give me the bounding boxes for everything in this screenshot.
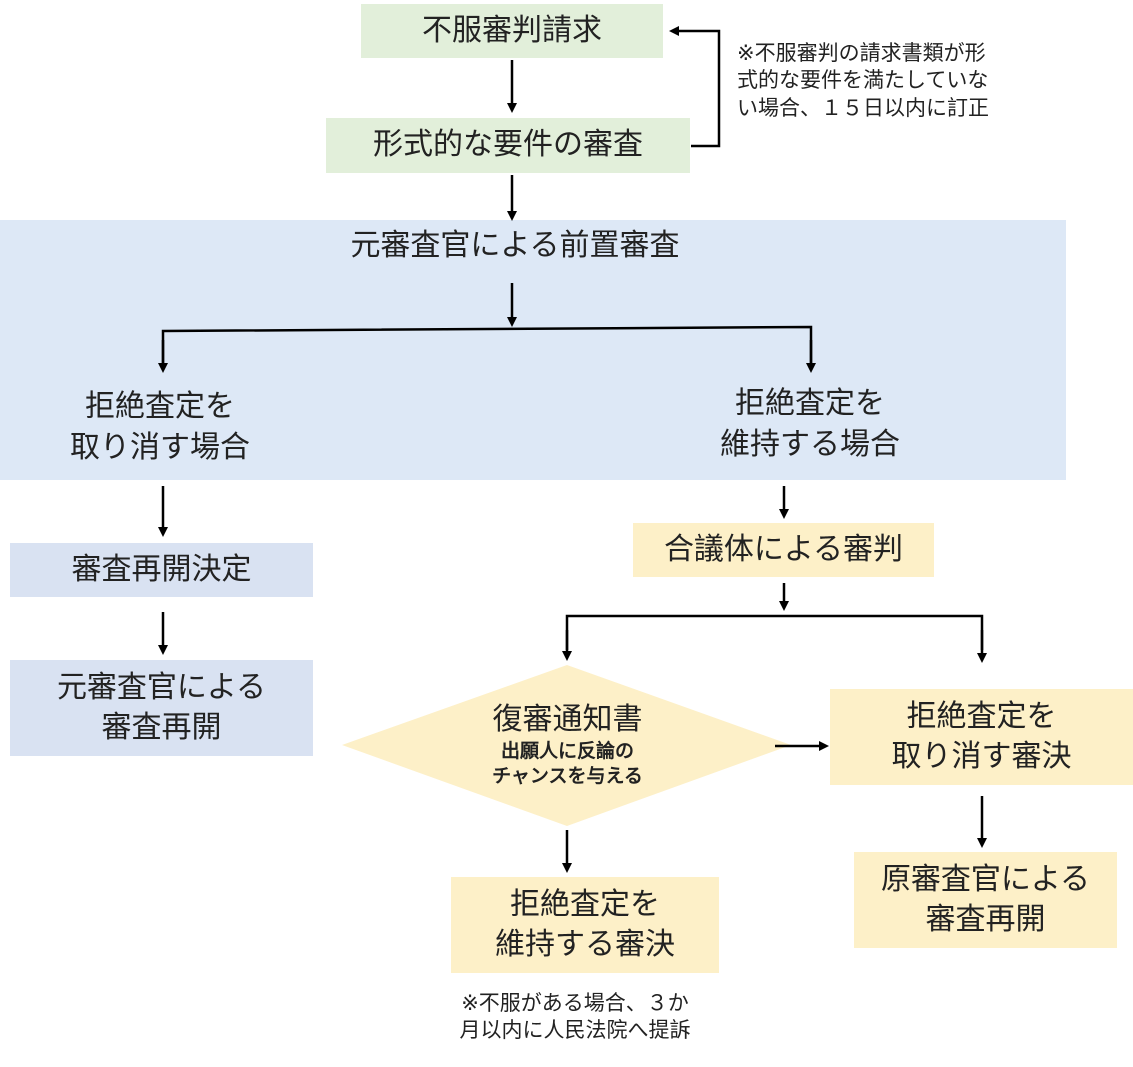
collegial-panel-label: 合議体による審判: [663, 531, 904, 567]
correction-note: ※不服審判の請求書類が形 式的な要件を満たしていな い場合、１５日以内に訂正: [737, 41, 989, 120]
arrow-correction-loop: [669, 26, 721, 148]
notice-text: 復審通知書 出願人に反論の チャンスを与える: [440, 700, 695, 788]
maintain-decision-box: 拒絶査定を 維持する審決: [451, 877, 719, 973]
notice-title: 復審通知書: [492, 702, 643, 737]
formal-review-box: 形式的な要件の審査: [326, 118, 690, 173]
arrow-panel-split-bar: [565, 614, 984, 650]
arrow-split-bar: [161, 325, 813, 368]
formal-review-label: 形式的な要件の審査: [373, 127, 643, 163]
maintain-case-label: 拒絶査定を 維持する場合: [720, 386, 900, 462]
pre-exam-title: 元審査官による前置審査: [350, 228, 680, 263]
cancel-case-label: 拒絶査定を 取り消す場合: [70, 389, 250, 465]
lawsuit-note: ※不服がある場合、３か 月以内に人民法院へ提訴: [459, 991, 691, 1043]
appeal-request-box: 不服審判請求: [361, 4, 663, 58]
resume-decision-label: 審査再開決定: [71, 551, 252, 587]
appeal-request-label: 不服審判請求: [422, 12, 602, 48]
collegial-panel-box: 合議体による審判: [633, 523, 934, 577]
original-examiner-resume-box: 元審査官による 審査再開: [10, 660, 313, 756]
original-examiner-box: 原審査官による 審査再開: [854, 852, 1117, 948]
cancel-decision-box: 拒絶査定を 取り消す審決: [830, 689, 1133, 785]
resume-decision-box: 審査再開決定: [10, 543, 313, 597]
notice-diamond: [342, 665, 791, 826]
pre-exam-region: [0, 220, 1066, 480]
